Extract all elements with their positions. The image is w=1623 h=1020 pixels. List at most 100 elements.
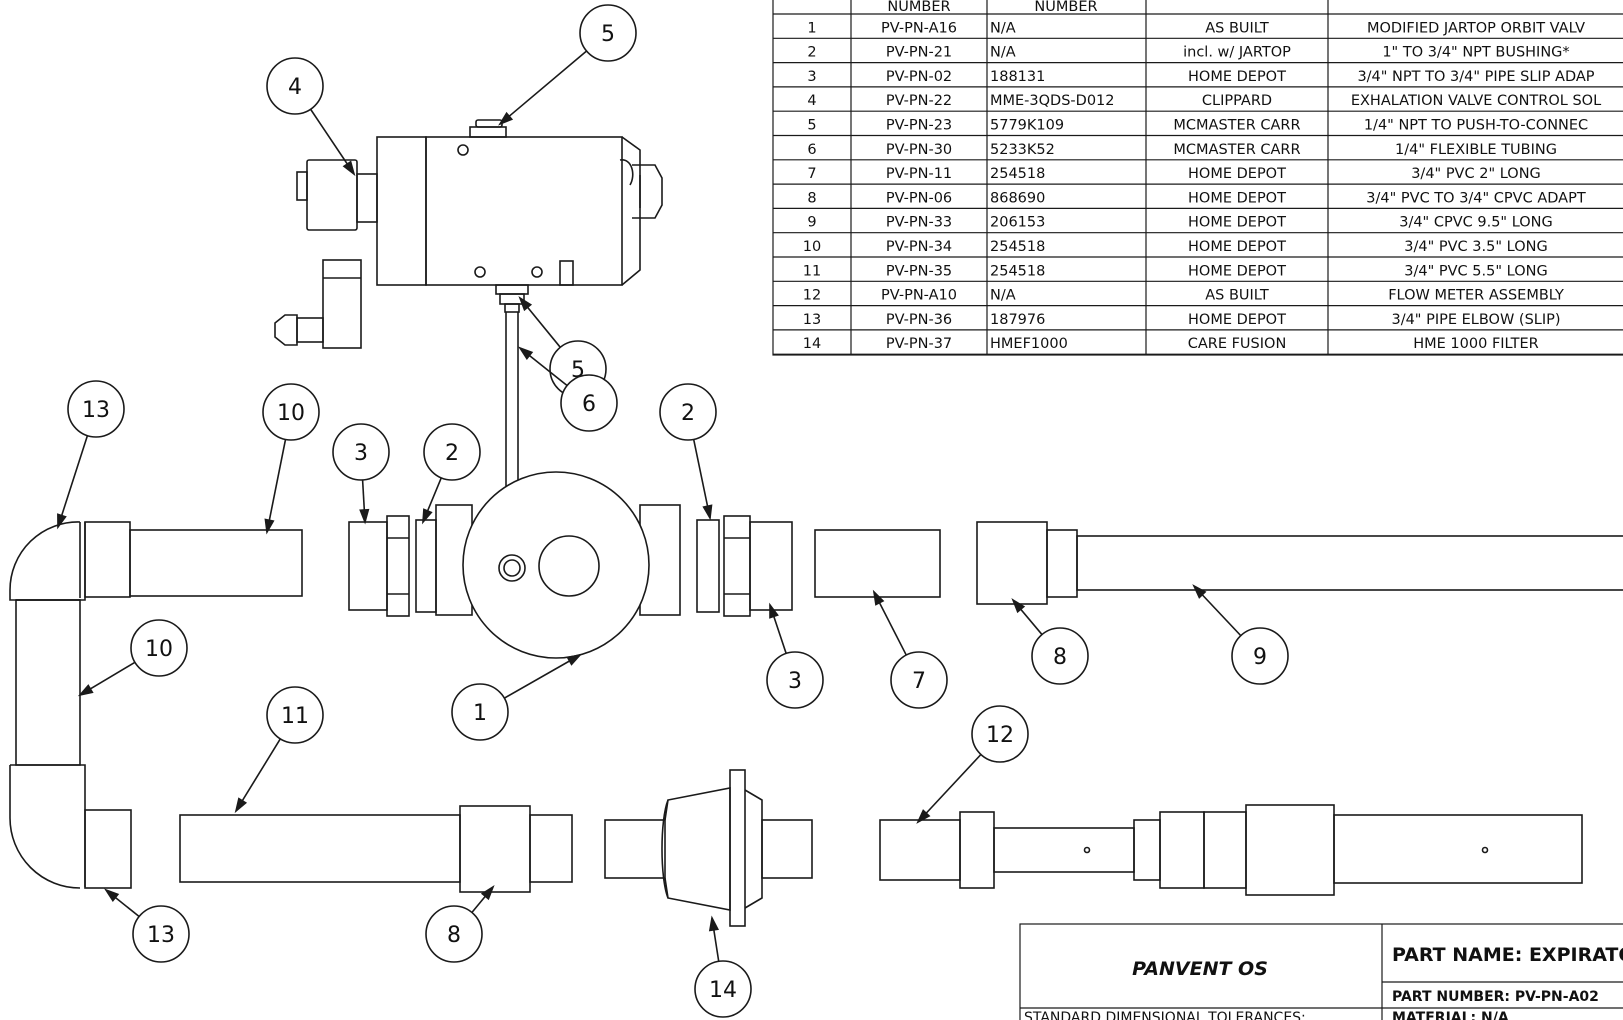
bom-item: 4 [807,93,816,109]
balloon-circle [451,683,509,741]
balloon-10: 10 [77,619,188,697]
balloon-label: 4 [288,75,302,100]
leader-arrow [498,111,514,126]
balloon-circle [1031,627,1089,685]
leader-arrow [264,518,275,535]
bom-vendor: HOME DEPOT [1188,312,1286,328]
leader-arrow [104,888,120,902]
bom-description: 3/4" PVC 3.5" LONG [1404,239,1547,255]
part-number: PART NUMBER: PV-PN-A02 [1392,989,1599,1005]
balloon-circle [132,905,190,963]
leader-arrow [1011,598,1026,614]
balloon-circle [694,960,752,1018]
bom-part-number: PV-PN-33 [886,215,952,231]
bom-item: 8 [807,190,816,206]
bom-description: 3/4" NPT TO 3/4" PIPE SLIP ADAP [1357,69,1594,85]
bom-item: 1 [807,20,816,36]
balloon-3: 3 [332,423,390,525]
balloon-label: 6 [582,392,596,417]
balloon-10: 10 [262,383,320,535]
leader-line [499,50,588,125]
leader-arrow [769,602,779,619]
bom-vendor: AS BUILT [1205,20,1269,36]
bom-part-number: PV-PN-22 [886,93,952,109]
bom-vendor-number: 868690 [990,190,1045,206]
balloon-label: 14 [709,978,737,1003]
bom-part-number: PV-PN-21 [886,45,952,61]
material-label: MATERIAL: N/A [1392,1010,1509,1020]
bom-description: 1/4" FLEXIBLE TUBING [1395,142,1557,158]
bom-header-vendor-number: NUMBER [1034,0,1097,15]
bom-vendor-number: 254518 [990,166,1045,182]
bom-description: FLOW METER ASSEMBLY [1388,288,1564,304]
bom-vendor: HOME DEPOT [1188,69,1286,85]
bom-description: MODIFIED JARTOP ORBIT VALV [1367,20,1585,36]
bom-vendor-number: 206153 [990,215,1045,231]
bom-part-number: PV-PN-30 [886,142,952,158]
bom-vendor: HOME DEPOT [1188,239,1286,255]
flow-meter-assembly [879,804,1583,896]
bom-vendor-number: 5779K109 [990,118,1064,134]
bom-part-number: PV-PN-06 [886,190,952,206]
bom-part-number: PV-PN-34 [886,239,952,255]
balloon-label: 13 [82,398,110,423]
leader-arrow [518,346,534,360]
bom-item: 13 [803,312,821,328]
leader-line [266,439,287,533]
balloon-label: 8 [447,923,461,948]
leader-arrow [518,296,533,312]
balloon-circle [425,905,483,963]
balloon-8: 8 [1011,598,1089,685]
bom-vendor: CARE FUSION [1188,336,1287,352]
balloon-3: 3 [766,602,824,709]
bom-vendor: HOME DEPOT [1188,190,1286,206]
bom-part-number: PV-PN-A16 [881,20,957,36]
balloon-2: 2 [422,423,481,525]
balloon-label: 12 [986,723,1014,748]
bom-item: 3 [807,69,816,85]
balloon-14: 14 [694,915,752,1018]
leader-line [57,435,89,528]
bom-description: 1" TO 3/4" NPT BUSHING* [1382,45,1569,61]
part-name: PART NAME: EXPIRATOR [1392,944,1623,966]
balloon-5: 5 [498,4,637,126]
bom-item: 11 [803,263,821,279]
balloon-circle [67,380,125,438]
bom-item: 9 [807,215,816,231]
balloon-circle [1231,627,1289,685]
balloon-circle [332,423,390,481]
bom-vendor-number: HMEF1000 [990,336,1068,352]
bom-description: 3/4" PIPE ELBOW (SLIP) [1391,312,1560,328]
elbow-assembly [9,521,303,889]
leader-arrow [77,684,94,697]
balloon-11: 11 [234,686,324,814]
balloon-6: 6 [518,346,618,432]
bom-vendor-number: N/A [990,288,1016,304]
bom-item: 5 [807,118,816,134]
leader-line [235,738,282,812]
bom-item: 10 [803,239,821,255]
balloon-circle [890,651,948,709]
bom-description: 3/4" PVC 2" LONG [1411,166,1541,182]
balloon-circle [560,374,618,432]
bom-vendor: AS BUILT [1205,288,1269,304]
leader-line [692,439,711,519]
leader-arrow [480,885,495,901]
leader-arrow [916,809,931,824]
leader-arrow [872,589,885,606]
leader-line [917,753,982,823]
balloon-label: 11 [281,704,309,729]
balloon-label: 7 [912,669,926,694]
pipe-run-right [814,521,1623,605]
balloon-circle [971,705,1029,763]
balloon-label: 2 [681,401,695,426]
balloon-13: 13 [57,380,125,530]
bom-vendor-number: MME-3QDS-D012 [990,93,1115,109]
project-title: PANVENT OS [1132,958,1268,980]
bom-vendor-number: 188131 [990,69,1045,85]
bom-vendor: MCMASTER CARR [1173,142,1300,158]
balloon-circle [579,4,637,62]
leader-line [309,108,355,175]
